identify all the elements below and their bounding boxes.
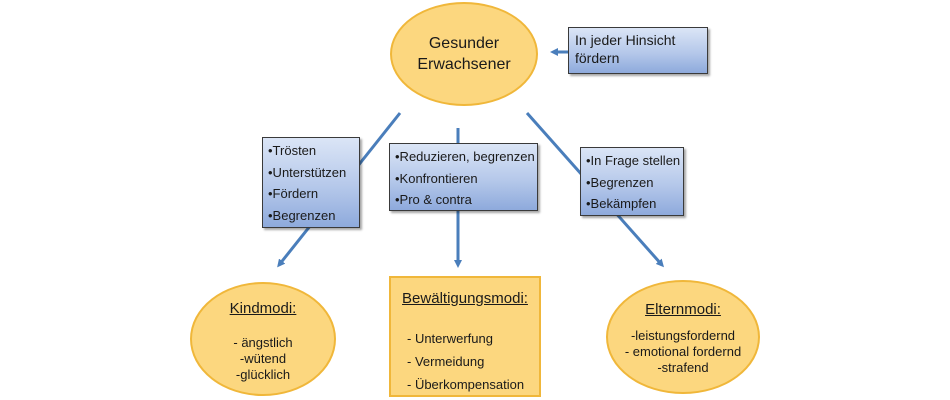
- mode-item: - emotional fordernd: [624, 343, 742, 359]
- parent-modes-node: Elternmodi: -leistungsfordernd - emotion…: [606, 280, 760, 394]
- healthy-adult-node: Gesunder Erwachsener: [390, 2, 538, 106]
- side-note-line2: fördern: [575, 50, 620, 66]
- action-item: •Trösten: [268, 143, 317, 158]
- coping-modes-node: Bewältigungsmodi: - Unterwerfung - Verme…: [389, 276, 541, 397]
- mode-item: -wütend: [239, 350, 287, 366]
- action-item: •Konfrontieren: [395, 170, 478, 186]
- center-actions-box: •Reduzieren, begrenzen •Konfrontieren •P…: [389, 143, 538, 211]
- mode-item: -glücklich: [235, 366, 291, 382]
- healthy-adult-line2: Erwachsener: [417, 56, 511, 73]
- action-item: •Fördern: [268, 186, 319, 201]
- action-item: •Unterstützen: [268, 164, 347, 180]
- mode-item: - ängstlich: [233, 334, 293, 350]
- mode-item: - Überkompensation: [407, 377, 525, 392]
- mode-item: - Unterwerfung: [407, 331, 493, 346]
- child-modes-title: Kindmodi:: [229, 299, 297, 317]
- mode-item: -strafend: [657, 359, 709, 375]
- healthy-adult-line1: Gesunder: [428, 35, 500, 52]
- action-item: •In Frage stellen: [586, 153, 681, 168]
- action-item: •Pro & contra: [395, 192, 472, 207]
- right-actions-box: •In Frage stellen •Begrenzen •Bekämpfen: [580, 147, 684, 216]
- action-item: •Begrenzen: [586, 174, 654, 190]
- action-item: •Bekämpfen: [586, 196, 657, 211]
- side-note-line1: In jeder Hinsicht: [575, 32, 676, 48]
- mode-item: -leistungsfordernd: [630, 327, 736, 343]
- side-note-box: In jeder Hinsicht fördern: [568, 27, 708, 74]
- parent-modes-title: Elternmodi:: [645, 300, 721, 318]
- left-actions-box: •Trösten •Unterstützen •Fördern •Begrenz…: [262, 137, 360, 228]
- coping-modes-title: Bewältigungsmodi:: [402, 290, 528, 307]
- child-modes-node: Kindmodi: - ängstlich -wütend -glücklich: [190, 282, 336, 396]
- mode-item: - Vermeidung: [407, 354, 485, 369]
- action-item: •Reduzieren, begrenzen: [395, 149, 535, 164]
- action-item: •Begrenzen: [268, 207, 336, 223]
